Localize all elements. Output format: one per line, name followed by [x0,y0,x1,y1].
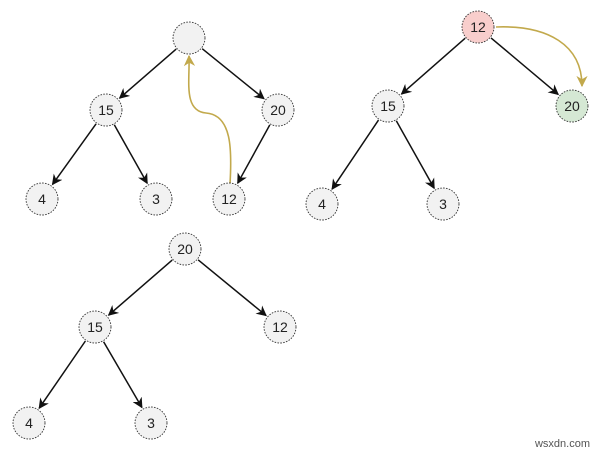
tree-3-node-n15: 15 [78,310,112,344]
tree-2-node-root: 12 [461,10,495,44]
tree-1-edge-n20-n12 [237,124,271,185]
tree-1-node-n3-circle [139,182,173,216]
tree-3-node-n4-circle [12,406,46,440]
tree-3-node-root-label: 20 [177,241,193,257]
tree-1-node-n12: 12 [212,182,246,216]
tree-2-node-n20-circle [555,89,589,123]
tree-3-node-n3-label: 3 [147,415,155,431]
tree-1-node-root-circle [172,21,206,55]
tree-2-node-n4-label: 4 [318,196,326,212]
tree-3-node-root-circle [168,232,202,266]
tree-2-node-n3-circle [426,187,460,221]
tree-1-node-n3: 3 [139,182,173,216]
tree-1-swap-arrow-n12-to-root [183,54,232,185]
tree-2-node-n20: 20 [555,89,589,123]
tree-2-node-n4: 4 [305,187,339,221]
tree-1-node-n12-circle [212,182,246,216]
tree-2-swap-arrow-root-to-n20 [495,26,588,88]
tree-1-node-n4: 4 [25,182,59,216]
tree-2-node-root-circle [461,10,495,44]
tree-1-edge-n15-n3 [113,124,148,185]
tree-1-node-n12-label: 12 [221,191,237,207]
tree-3-node-n15-label: 15 [87,319,103,335]
tree-3-edge-n15-n3 [102,341,143,409]
watermark: wsxdn.com [534,438,590,450]
tree-1-edge-root-n15 [118,48,177,99]
tree-1-edge-n15-n4 [51,123,97,186]
tree-3-edge-root-n12 [197,259,267,317]
tree-1-node-n15-circle [89,93,123,127]
tree-2-edge-n15-n3 [395,120,435,190]
tree-1-node-n4-circle [25,182,59,216]
tree-2-edge-n15-n4 [331,119,380,190]
tree-3-node-n12: 12 [263,310,297,344]
tree-3-node-n3: 3 [134,406,168,440]
tree-3-node-n15-circle [78,310,112,344]
tree-1-node-n4-label: 4 [38,191,46,207]
tree-3-node-n4: 4 [12,406,46,440]
tree-3-node-n12-circle [263,310,297,344]
tree-2-node-n15-circle [371,89,405,123]
tree-1-edge-root-n20 [201,48,265,100]
tree-3-node-root: 20 [168,232,202,266]
tree-3-node-n3-circle [134,406,168,440]
tree-3-edge-root-n15 [107,259,173,316]
tree-3-edge-n15-n4 [38,340,87,410]
tree-2-edge-root-n20 [490,37,560,96]
tree-1-node-n3-label: 3 [152,191,160,207]
tree-2-node-n3-label: 3 [439,196,447,212]
tree-1-node-root [172,21,206,55]
tree-2-node-n4-circle [305,187,339,221]
tree-2-node-n20-label: 20 [564,98,580,114]
tree-1-node-n20-circle [261,93,295,127]
tree-2-node-n15: 15 [371,89,405,123]
tree-1-node-n20-label: 20 [270,102,286,118]
tree-2-edge-root-n15 [400,37,466,95]
tree-1-node-n15-label: 15 [98,102,114,118]
tree-1-node-n15: 15 [89,93,123,127]
tree-2-node-n3: 3 [426,187,460,221]
tree-1-node-n20: 20 [261,93,295,127]
tree-3-node-n4-label: 4 [25,415,33,431]
tree-2-node-root-label: 12 [470,19,486,35]
tree-3-node-n12-label: 12 [272,319,288,335]
tree-2-node-n15-label: 15 [380,98,396,114]
